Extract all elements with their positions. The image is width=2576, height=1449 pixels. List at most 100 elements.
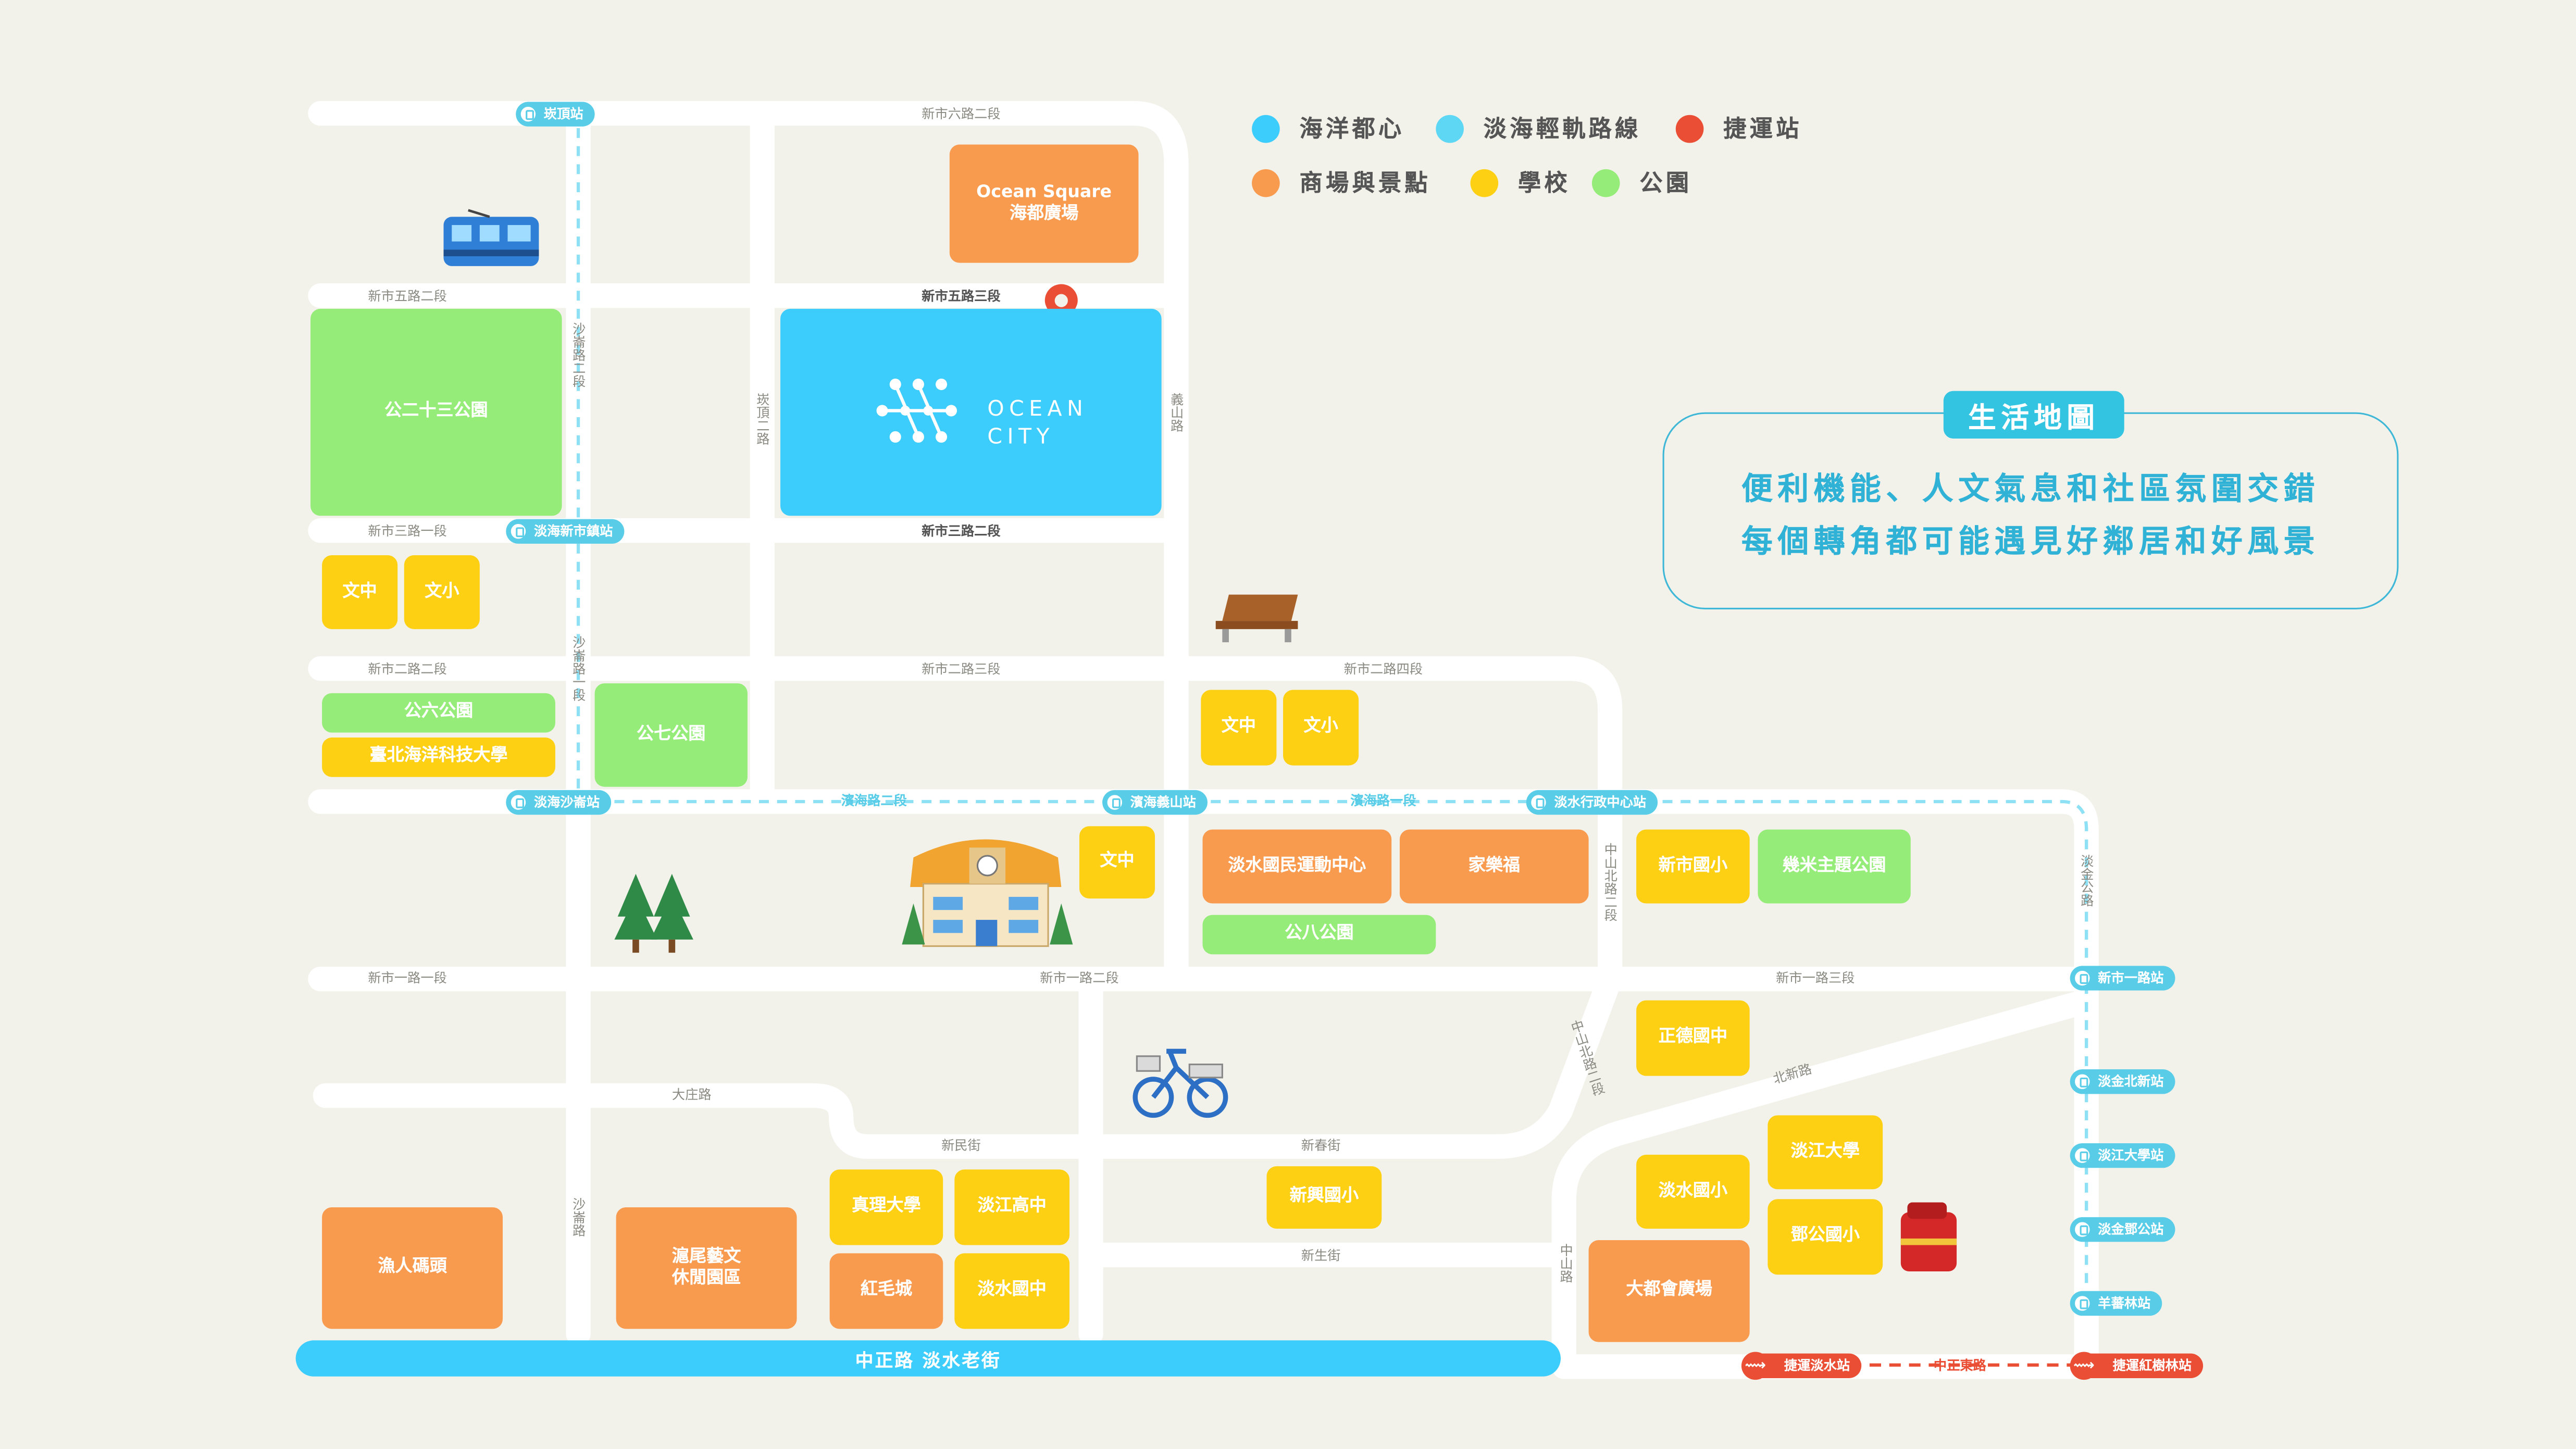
legend-label: 捷運站: [1723, 116, 1802, 143]
legend-dot: [1436, 114, 1464, 142]
light-rail-icon: [517, 103, 539, 125]
road-label: 沙崙路二段: [571, 322, 587, 388]
road-label: 新市三路一段: [368, 524, 447, 539]
place-park-8[interactable]: 公八公園: [1202, 915, 1436, 955]
mrt-icon: ⟿: [1741, 1352, 1770, 1380]
callout-line-2: 每個轉角都可能遇見好鄰居和好風景: [1741, 524, 2320, 560]
legend-dot: [1470, 168, 1499, 196]
station-shalun[interactable]: 淡海沙崙站: [506, 790, 612, 815]
place-jimmy-park[interactable]: 幾米主題公園: [1758, 829, 1911, 904]
road-label: 新市五路二段: [368, 289, 447, 304]
road-label: 新市二路四段: [1343, 661, 1423, 677]
station-xinshizhen[interactable]: 淡海新市鎮站: [506, 519, 625, 544]
light-rail-icon: [1104, 792, 1126, 814]
station-label: 淡水行政中心站: [1554, 795, 1647, 810]
place-carrefour[interactable]: 家樂福: [1399, 829, 1589, 904]
place-tamkang-high[interactable]: 淡江高中: [954, 1169, 1070, 1245]
station-kanding[interactable]: 崁頂站: [516, 102, 595, 127]
road-label-zhongzheng: 中正路 淡水老街: [855, 1350, 1001, 1372]
station-label: 捷運淡水站: [1784, 1358, 1850, 1373]
station-label: 羊蕃林站: [2098, 1296, 2151, 1311]
place-metropolis-plaza[interactable]: 大都會廣場: [1588, 1240, 1750, 1342]
place-ocean-square[interactable]: Ocean Square 海都廣場: [949, 144, 1139, 263]
legend-dot: [1591, 168, 1620, 196]
road-label: 大庄路: [671, 1087, 712, 1103]
place-park-23[interactable]: 公二十三公園: [310, 308, 562, 516]
road-label: 新市一路二段: [1040, 970, 1119, 986]
place-elementary-1[interactable]: 文小: [404, 555, 480, 629]
mrt-station-danshui[interactable]: ⟿ 捷運淡水站: [1741, 1352, 1862, 1380]
light-rail-icon: [1527, 792, 1549, 814]
place-zhengde-junior-high[interactable]: 正德國中: [1636, 1000, 1750, 1076]
station-yishan[interactable]: 濱海義山站: [1102, 790, 1208, 815]
light-rail-icon: [2071, 967, 2093, 989]
road-label: 新春街: [1301, 1138, 1341, 1153]
backpack-icon: [1900, 1202, 1957, 1271]
place-tumt[interactable]: 臺北海洋科技大學: [322, 738, 555, 777]
station-label: 濱海義山站: [1130, 795, 1196, 810]
mrt-station-hongshulin[interactable]: ⟿ 捷運紅樹林站: [2070, 1352, 2204, 1380]
station-label: 淡海沙崙站: [533, 795, 600, 810]
road-label: 新市二路三段: [922, 661, 1001, 677]
mrt-icon: ⟿: [2070, 1352, 2098, 1380]
legend-label: 淡海輕軌路線: [1483, 116, 1641, 143]
legend-label: 海洋都心: [1299, 116, 1405, 143]
legend-dot: [1252, 114, 1280, 142]
place-aletheia-university[interactable]: 真理大學: [829, 1169, 943, 1245]
road-label: 新市六路二段: [922, 106, 1001, 122]
road-label: 淡金公路: [2080, 854, 2095, 907]
ocean-city-line1: OCEAN: [987, 397, 1088, 422]
legend-dot: [1252, 168, 1280, 196]
ocean-city-logo-icon: [876, 378, 957, 443]
station-label: 淡江大學站: [2098, 1148, 2164, 1163]
road-label: 義山路: [1169, 392, 1185, 432]
station-xinshi-1st[interactable]: 新市一路站: [2070, 966, 2175, 991]
place-junior-high-3[interactable]: 文中: [1079, 826, 1155, 899]
station-jinbeixin[interactable]: 淡金北新站: [2070, 1069, 2175, 1094]
callout-line-1: 便利機能、人文氣息和社區氛圍交錯: [1741, 471, 2320, 508]
station-label: 淡海新市鎮站: [533, 524, 613, 539]
legend-label: 學校: [1518, 170, 1571, 197]
place-danshui-elementary[interactable]: 淡水國小: [1636, 1155, 1750, 1229]
school-building-icon: [902, 839, 1073, 947]
station-label: 淡金鄧公站: [2098, 1222, 2164, 1237]
legend-item-park: 公園: [1591, 166, 1692, 199]
bench-icon: [1215, 594, 1298, 643]
station-civic-center[interactable]: 淡水行政中心站: [1526, 790, 1658, 815]
rail-segment-label: 濱海路二段: [841, 793, 907, 808]
station-tamkang-university[interactable]: 淡江大學站: [2070, 1143, 2175, 1168]
light-rail-icon: [2071, 1071, 2093, 1093]
place-tamkang-university[interactable]: 淡江大學: [1768, 1115, 1883, 1190]
place-junior-high-2[interactable]: 文中: [1201, 690, 1277, 766]
callout-box: [1662, 412, 2399, 610]
station-label: 崁頂站: [543, 106, 583, 122]
light-rail-icon: [507, 520, 529, 542]
station-jindeng[interactable]: 淡金鄧公站: [2070, 1217, 2175, 1242]
light-rail-icon: [2071, 1219, 2093, 1241]
place-huwei-art-park[interactable]: 滬尾藝文 休閒園區: [616, 1207, 797, 1329]
road-label: 新生街: [1301, 1248, 1341, 1264]
place-danshui-junior-high[interactable]: 淡水國中: [954, 1253, 1070, 1329]
light-rail-icon: [2071, 1292, 2093, 1314]
place-park-7[interactable]: 公七公園: [594, 683, 748, 787]
place-xinshi-elementary[interactable]: 新市國小: [1636, 829, 1750, 904]
station-yanglin[interactable]: 羊蕃林站: [2070, 1291, 2162, 1316]
station-label: 捷運紅樹林站: [2112, 1358, 2192, 1373]
place-denggong-elementary[interactable]: 鄧公國小: [1768, 1199, 1883, 1275]
road-label: 中山北路二段: [1603, 842, 1619, 922]
tram-icon: [443, 209, 539, 266]
place-park-6[interactable]: 公六公園: [322, 693, 555, 733]
station-label: 新市一路站: [2098, 970, 2164, 986]
light-rail-icon: [2071, 1145, 2093, 1167]
place-fort-san-domingo[interactable]: 紅毛城: [829, 1253, 943, 1329]
road-label: 新市一路一段: [368, 970, 447, 986]
place-xinxing-elementary[interactable]: 新興國小: [1266, 1166, 1382, 1229]
place-fishermans-wharf[interactable]: 漁人碼頭: [322, 1207, 503, 1329]
place-elementary-2[interactable]: 文小: [1283, 690, 1359, 766]
legend-dot: [1675, 114, 1704, 142]
place-junior-high-1[interactable]: 文中: [322, 555, 398, 629]
place-sports-center[interactable]: 淡水國民運動中心: [1202, 829, 1392, 904]
